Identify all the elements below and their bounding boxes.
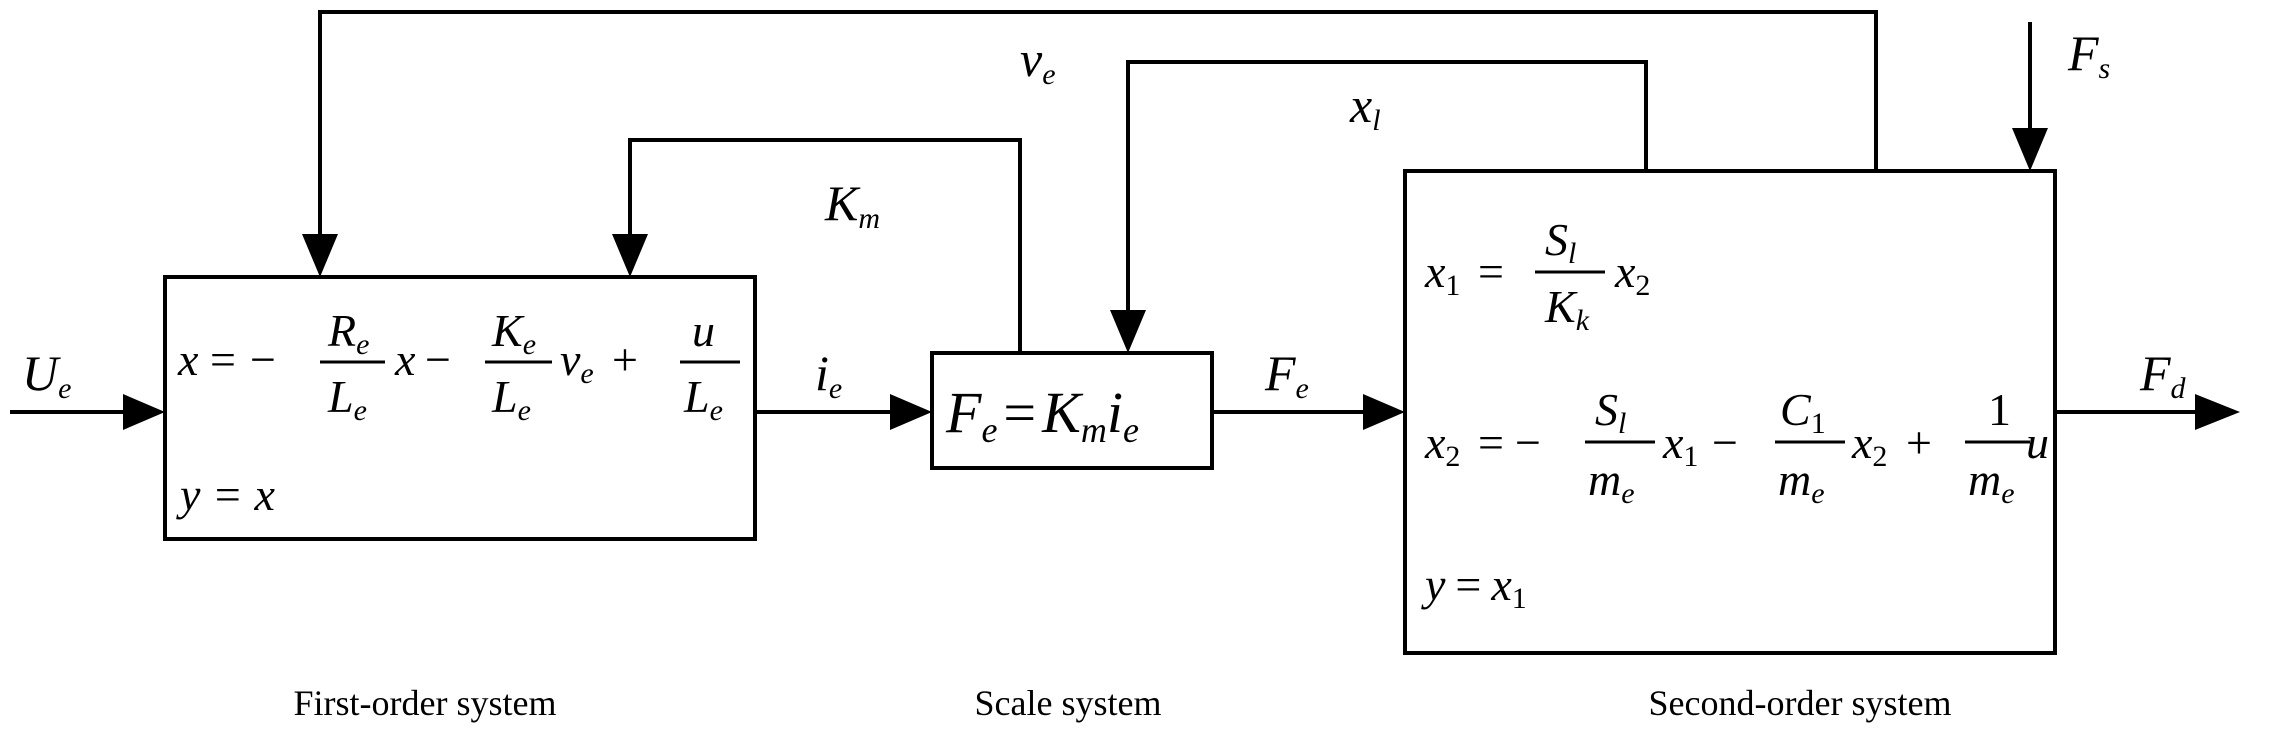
label-Fe: Fe [1264,345,1309,405]
label-Km: Km [824,175,880,235]
so-eq2-frac2-num: C1 [1780,384,1826,440]
fo-frac1-num: Re [327,305,369,361]
caption-first-order: First-order system [294,683,557,723]
second-order-equations: x1 = Sl Kk x2 x2 = − Sl me x1 − C1 me x2… [1421,214,2049,615]
so-eq2-frac3-num: 1 [1988,384,2011,435]
label-Fd: Fd [2139,345,2187,405]
fo-frac3-den: Le [683,371,723,427]
fo-eq1-lhs: x [177,334,199,385]
fo-eq2: y = x [176,469,275,520]
caption-scale: Scale system [975,683,1162,723]
arrow-ie [890,394,932,430]
arrow-Fs [2012,128,2048,171]
so-eq3: y=x1 [1421,559,1527,615]
arrow-Fe [1363,394,1405,430]
fo-eq1-minus2: − [425,334,451,385]
arrow-Km [612,234,648,277]
so-eq2-plus: + [1906,417,1932,468]
so-eq1-den: Kk [1544,281,1590,337]
label-Fs: Fs [2067,25,2110,85]
fo-frac1-den: Le [327,371,367,427]
signal-lines [10,10,2195,414]
fo-eq1-equals: = [210,334,236,385]
so-eq1-x: x2 [1614,246,1650,302]
first-order-equations: x = − Re Le x − Ke Le ve + u Le y = x [176,305,740,520]
arrow-Ue [123,394,165,430]
arrow-xl [1110,310,1146,353]
fo-eq1-v: ve [560,334,594,390]
so-eq2-minus2: − [1712,417,1738,468]
arrowheads [123,128,2240,430]
fo-frac2-den: Le [491,371,531,427]
feedback-line-Km [628,138,1022,353]
fo-frac2-num: Ke [491,305,536,361]
so-eq2-frac3-den: me [1968,454,2015,510]
fo-eq1-plus: + [612,334,638,385]
label-Ue: Ue [22,345,71,405]
so-eq2-frac1-num: Sl [1595,384,1626,440]
caption-second-order: Second-order system [1649,683,1952,723]
fo-eq1-x: x [394,334,416,385]
so-eq2-x2: x2 [1851,417,1887,473]
label-xl: xl [1349,77,1381,137]
so-eq2-equals: = [1478,417,1504,468]
label-ve: ve [1020,31,1056,91]
so-eq2-frac2-den: me [1778,454,1825,510]
label-ie: ie [815,345,842,405]
first-order-block [163,275,757,541]
scale-equation: Fe=Kmie [945,380,1139,450]
fo-eq1-minus: − [250,334,276,385]
feedback-line-xl [1126,60,1648,312]
arrow-Fd [2195,394,2240,430]
so-eq2-frac1-den: me [1588,454,1635,510]
arrow-ve [302,234,338,277]
fo-frac3-num: u [692,305,715,356]
so-eq2-minus: − [1515,417,1541,468]
so-eq2-lhs: x2 [1424,417,1460,473]
so-eq2-u: u [2026,417,2049,468]
so-eq1-num: Sl [1545,214,1576,270]
so-eq1-lhs: x1 [1424,246,1460,302]
so-eq2-x1: x1 [1662,417,1698,473]
feedback-line-ve [318,10,1878,236]
so-eq1-equals: = [1478,246,1504,297]
